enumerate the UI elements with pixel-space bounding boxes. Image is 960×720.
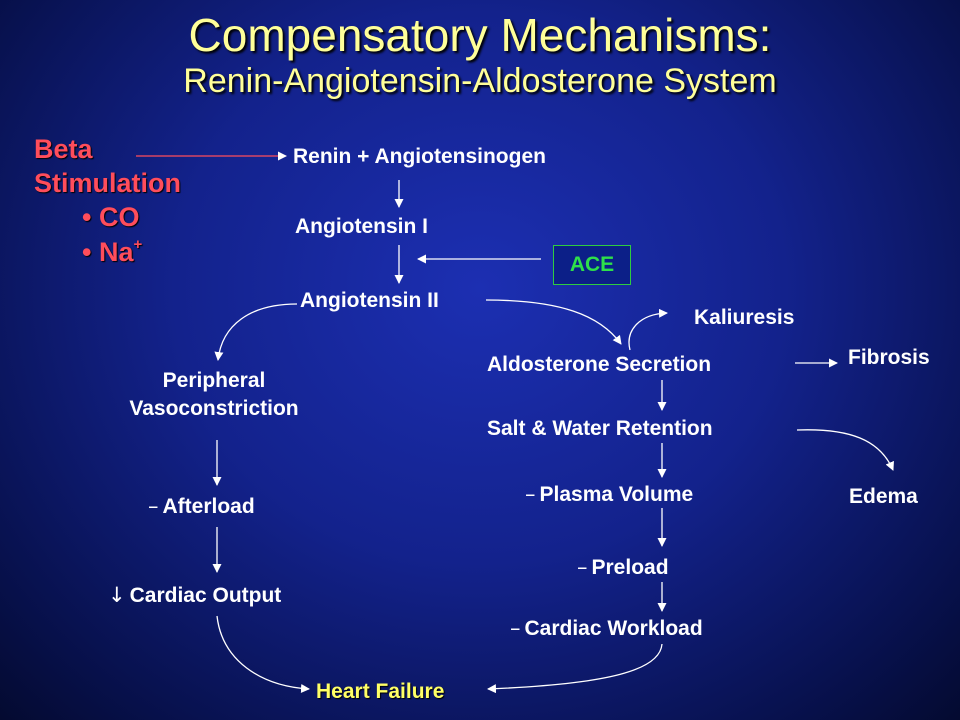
node-afterload: –Afterload bbox=[148, 494, 255, 519]
peripheral-line1: Peripheral bbox=[162, 369, 266, 392]
node-angiotensin-1: Angiotensin I bbox=[295, 215, 428, 238]
bullet-sup: + bbox=[133, 236, 143, 253]
node-preload: –Preload bbox=[577, 555, 669, 580]
arrow-workload-to-heart-failure bbox=[487, 643, 663, 694]
node-edema: Edema bbox=[849, 485, 918, 508]
node-plasma-volume: –Plasma Volume bbox=[525, 482, 693, 507]
down-arrow-symbol: ↓ bbox=[108, 583, 126, 607]
bullet-marker: • bbox=[82, 237, 92, 267]
node-kaliuresis: Kaliuresis bbox=[694, 306, 795, 329]
node-peripheral-vasoconstriction: Peripheral Vasoconstriction bbox=[100, 367, 328, 423]
afterload-label: Afterload bbox=[162, 495, 255, 518]
arrow-output-to-heart-failure bbox=[216, 615, 310, 693]
increase-symbol: – bbox=[510, 616, 521, 640]
node-cardiac-output: ↓Cardiac Output bbox=[108, 583, 281, 608]
cardiac-output-label: Cardiac Output bbox=[129, 584, 282, 607]
arrow-aldosterone-to-kaliuresis bbox=[628, 308, 668, 351]
beta-label: Beta Stimulation bbox=[34, 132, 181, 200]
increase-symbol: – bbox=[525, 482, 536, 506]
node-salt-water: Salt & Water Retention bbox=[487, 417, 713, 440]
beta-line2: Stimulation bbox=[34, 168, 181, 198]
peripheral-line2: Vasoconstriction bbox=[129, 397, 299, 420]
slide-subtitle: Renin-Angiotensin-Aldosterone System bbox=[183, 62, 777, 100]
bullet-text: CO bbox=[98, 202, 140, 232]
arrow-ang2-to-aldosterone bbox=[485, 299, 622, 345]
increase-symbol: – bbox=[148, 494, 159, 518]
beta-line1: Beta bbox=[34, 134, 93, 164]
node-renin: Renin + Angiotensinogen bbox=[293, 145, 546, 168]
plasma-label: Plasma Volume bbox=[539, 483, 694, 506]
node-angiotensin-2: Angiotensin II bbox=[300, 289, 439, 312]
node-fibrosis: Fibrosis bbox=[848, 346, 930, 369]
increase-symbol: – bbox=[577, 555, 588, 579]
node-cardiac-workload: –Cardiac Workload bbox=[510, 616, 703, 641]
slide-title: Compensatory Mechanisms: bbox=[188, 9, 772, 61]
arrow-ang2-to-peripheral bbox=[214, 303, 298, 361]
bullet-text: Na bbox=[98, 237, 134, 267]
preload-label: Preload bbox=[591, 556, 669, 579]
arrow-salt-to-edema bbox=[796, 429, 894, 471]
bullet-marker: • bbox=[82, 202, 92, 232]
node-ace: ACE bbox=[553, 245, 631, 285]
workload-label: Cardiac Workload bbox=[524, 617, 703, 640]
node-aldosterone: Aldosterone Secretion bbox=[487, 353, 712, 376]
bullet-co: • CO bbox=[82, 202, 139, 233]
bullet-na: • Na+ bbox=[82, 236, 142, 268]
node-heart-failure: Heart Failure bbox=[316, 680, 445, 703]
